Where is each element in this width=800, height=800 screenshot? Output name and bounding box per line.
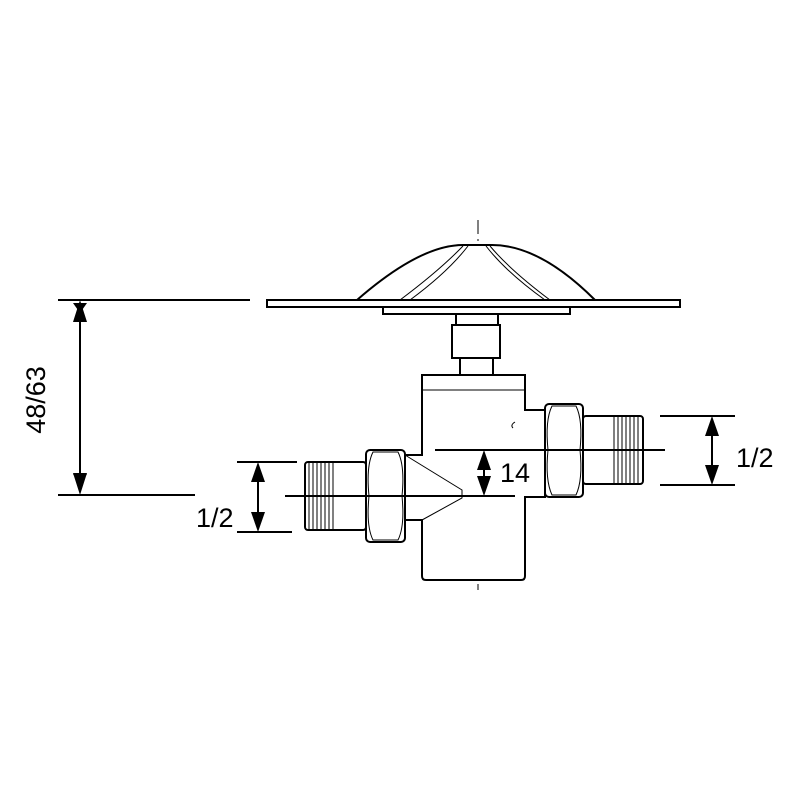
height-dimension: 48/63 (21, 299, 250, 496)
valve-body (404, 374, 546, 581)
height-label: 48/63 (21, 366, 51, 434)
right-outlet-dimension: 1/2 (660, 415, 774, 486)
left-inlet-dimension: 1/2 (196, 461, 297, 533)
offset-label: 14 (500, 458, 530, 488)
offset-dimension: 14 (477, 450, 530, 496)
right-outlet-label: 1/2 (736, 443, 774, 473)
left-inlet-label: 1/2 (196, 503, 234, 533)
rosette-cover (266, 244, 681, 315)
valve-stem (451, 313, 501, 377)
